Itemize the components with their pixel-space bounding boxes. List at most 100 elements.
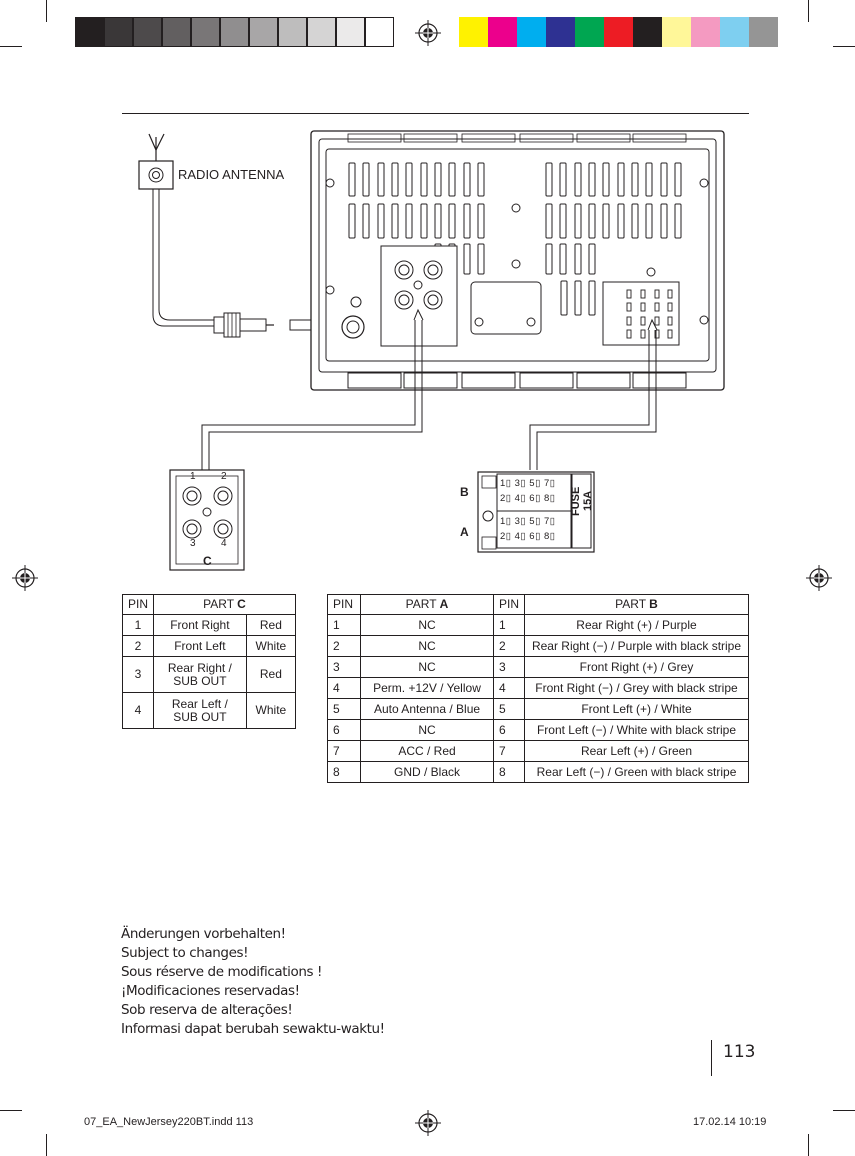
gray-swatch [249,17,278,47]
pin-b-cell: 5 [493,698,525,720]
vent-slot [602,162,610,197]
crop-mark [833,46,855,47]
vent-slot [463,203,471,239]
pin-b-cell: 8 [493,761,525,783]
vent-slot [574,162,582,197]
vent-slot [434,162,442,197]
vent-slot [545,162,553,197]
vent-slot [405,162,413,197]
registration-mark-icon [415,1110,441,1136]
table-header-row: PIN PART C [122,594,296,615]
crop-mark [833,1110,855,1111]
part-a-cell: ACC / Red [360,740,494,762]
part-a-cell: Perm. +12V / Yellow [360,677,494,699]
vent-slot [391,162,399,197]
notice-de: Änderungen vorbehalten! [121,926,286,942]
crop-mark [0,46,22,47]
pin-cell: 4 [122,692,154,729]
gray-swatch [220,17,249,47]
pin-b-cell: 4 [493,677,525,699]
table-row: 2 Front Left White [122,635,297,657]
pin-table-c: PIN PART C 1 Front Right Red 2 Front Lef… [122,594,297,729]
process-color-swatch [459,17,488,47]
vent-slot [617,203,625,239]
part-a-cell: NC [360,614,494,636]
pin-b-cell: 3 [493,656,525,678]
vent-slot [631,162,639,197]
iso-connector [477,471,595,553]
header-pin: PIN [122,594,154,615]
pin-a-cell: 4 [327,677,361,699]
wiring-diagram [138,130,725,571]
vent-slot [631,203,639,239]
vent-slot [674,203,682,239]
header-part-a: PART A [360,594,494,615]
gray-swatch [104,17,133,47]
slug-filename: 07_EA_NewJersey220BT.indd 113 [84,1116,254,1128]
desc-cell: Front Right [153,614,247,636]
table-row: 1 Front Right Red [122,614,297,636]
vent-slot [588,243,596,275]
table-row: 3 Rear Right /SUB OUT Red [122,656,297,693]
vent-slot [617,162,625,197]
antenna-label: RADIO ANTENNA [178,167,285,182]
registration-mark-icon [415,20,441,46]
process-color-swatch [633,17,662,47]
connector-c-label: C [203,554,212,568]
slug-datetime: 17.02.14 10:19 [693,1116,767,1128]
vent-slot [588,203,596,239]
vent-slot [377,162,385,197]
vent-slot [477,243,485,275]
header-rule [122,113,749,114]
gray-swatch [307,17,336,47]
pin-a-cell: 1 [327,614,361,636]
notice-es: ¡Modificaciones reservadas! [121,983,300,999]
process-color-swatch [662,17,691,47]
vent-slot [434,203,442,239]
vent-slot [477,203,485,239]
vent-slot [463,243,471,275]
iso-b-row-top: 1▯ 3▯ 5▯ 7▯ [500,478,556,489]
pin-number-2: 2 [221,471,227,482]
color-cell: Red [245,614,297,636]
part-b-cell: Front Right (−) / Grey with black stripe [524,677,749,699]
vent-slot [588,280,596,316]
gray-swatch [191,17,220,47]
pin-number-1: 1 [190,471,196,482]
pin-a-cell: 5 [327,698,361,720]
process-color-swatch [749,17,778,47]
radio-chassis [310,130,725,391]
crop-mark [46,0,47,22]
vent-slot [574,203,582,239]
process-color-swatch [517,17,546,47]
vent-slot [660,203,668,239]
gray-swatch [133,17,162,47]
part-b-cell: Rear Left (+) / Green [524,740,749,762]
header-part-c: PART C [153,594,296,615]
notice-en: Subject to changes! [121,945,249,961]
crop-mark [46,1134,47,1156]
part-a-cell: NC [360,719,494,741]
fuse-label: FUSE 15A [570,486,594,516]
vent-slot [448,203,456,239]
vent-slot [463,162,471,197]
iso-a-row-top: 1▯ 3▯ 5▯ 7▯ [500,516,556,527]
pin-a-cell: 3 [327,656,361,678]
vent-slot [477,162,485,197]
iso-a-row-bottom: 2▯ 4▯ 6▯ 8▯ [500,531,556,542]
part-b-cell: Front Right (+) / Grey [524,656,749,678]
notice-pt: Sob reserva de alterações! [121,1002,293,1018]
pin-b-cell: 2 [493,635,525,657]
part-a-cell: GND / Black [360,761,494,783]
vent-slot [545,243,553,275]
crop-mark [808,0,809,22]
vent-slot [559,243,567,275]
pin-b-cell: 7 [493,740,525,762]
vent-slot [645,162,653,197]
vent-slot [420,203,428,239]
connector-a-label: A [460,525,469,539]
